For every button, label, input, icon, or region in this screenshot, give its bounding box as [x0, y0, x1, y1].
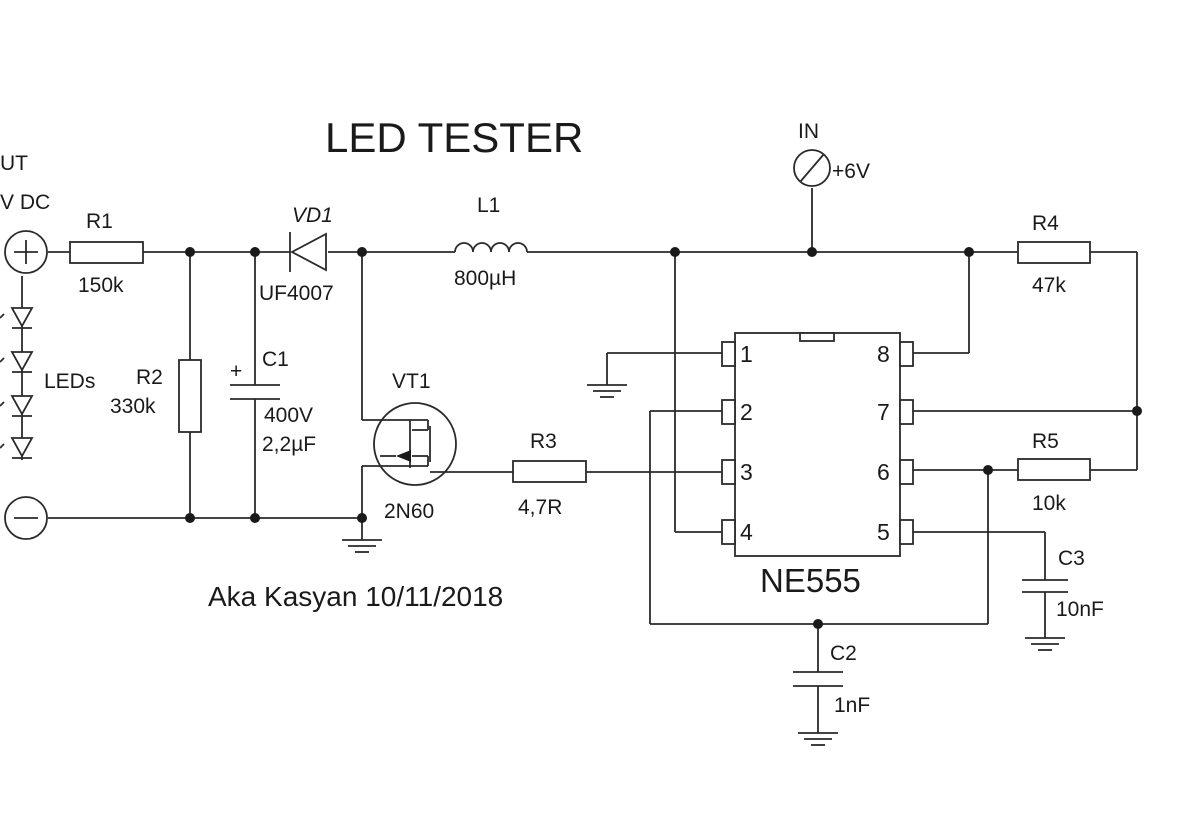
led-1 — [0, 307, 34, 329]
c1-plus: + — [230, 360, 242, 383]
c1-capacitor — [230, 384, 280, 400]
pin-3-label: 3 — [740, 459, 753, 485]
vt1-mosfet — [373, 402, 457, 486]
leds-label: LEDs — [44, 370, 95, 393]
vt1-ref: VT1 — [392, 370, 431, 393]
pin-6-label: 6 — [877, 459, 890, 485]
c2-capacitor — [793, 671, 843, 687]
vd1-ref: VD1 — [292, 204, 333, 227]
c1-ref: C1 — [262, 348, 289, 371]
pin-1-label: 1 — [740, 341, 753, 367]
output-minus-terminal — [4, 496, 48, 540]
r1-value: 150k — [78, 274, 124, 297]
ground-c3 — [1025, 637, 1065, 651]
input-terminal — [793, 149, 831, 187]
ground-c2 — [798, 732, 838, 746]
c2-ref: C2 — [830, 642, 857, 665]
pin-2-label: 2 — [740, 399, 753, 425]
c3-capacitor — [1022, 579, 1068, 593]
l1-value: 800µH — [454, 267, 516, 290]
c3-ref: C3 — [1058, 547, 1085, 570]
ground-vt1 — [342, 539, 382, 553]
ne555-label: NE555 — [760, 562, 861, 599]
ne555-chip — [721, 332, 914, 557]
r5-resistor — [1017, 458, 1091, 481]
vd1-diode — [289, 232, 327, 272]
input-label: IN — [798, 120, 819, 143]
author-credit: Aka Kasyan 10/11/2018 — [208, 581, 503, 612]
r4-ref: R4 — [1032, 212, 1059, 235]
pin-5-label: 5 — [877, 519, 890, 545]
l1-inductor — [454, 242, 528, 253]
output-plus-terminal — [4, 230, 48, 274]
led-4 — [0, 437, 34, 459]
r4-value: 47k — [1032, 274, 1066, 297]
output-label-1: UT — [0, 152, 28, 175]
output-label-2: V DC — [0, 191, 50, 214]
r5-ref: R5 — [1032, 430, 1059, 453]
led-3 — [0, 395, 34, 417]
r1-resistor — [69, 241, 144, 264]
r2-value: 330k — [110, 395, 156, 418]
pin-7-label: 7 — [877, 399, 890, 425]
led-string — [0, 307, 34, 459]
r3-ref: R3 — [530, 430, 557, 453]
input-voltage: +6V — [832, 160, 870, 183]
l1-ref: L1 — [477, 194, 500, 217]
r3-value: 4,7R — [518, 496, 562, 519]
r4-resistor — [1017, 241, 1091, 264]
r1-ref: R1 — [86, 210, 113, 233]
r2-resistor — [178, 359, 202, 433]
pin-8-label: 8 — [877, 341, 890, 367]
c1-value-2: 2,2µF — [262, 433, 316, 456]
ground-pin1 — [587, 384, 627, 398]
r5-value: 10k — [1032, 492, 1066, 515]
c1-value-1: 400V — [264, 404, 313, 427]
vt1-value: 2N60 — [384, 500, 434, 523]
junction-dots — [185, 247, 1142, 629]
vd1-value: UF4007 — [259, 282, 334, 305]
r3-resistor — [512, 460, 587, 483]
led-2 — [0, 351, 34, 373]
c2-value: 1nF — [834, 694, 870, 717]
c3-value: 10nF — [1056, 598, 1104, 621]
pin-4-label: 4 — [740, 519, 753, 545]
r2-ref: R2 — [136, 366, 163, 389]
wires — [21, 188, 1138, 733]
schematic-title: LED TESTER — [325, 114, 583, 161]
